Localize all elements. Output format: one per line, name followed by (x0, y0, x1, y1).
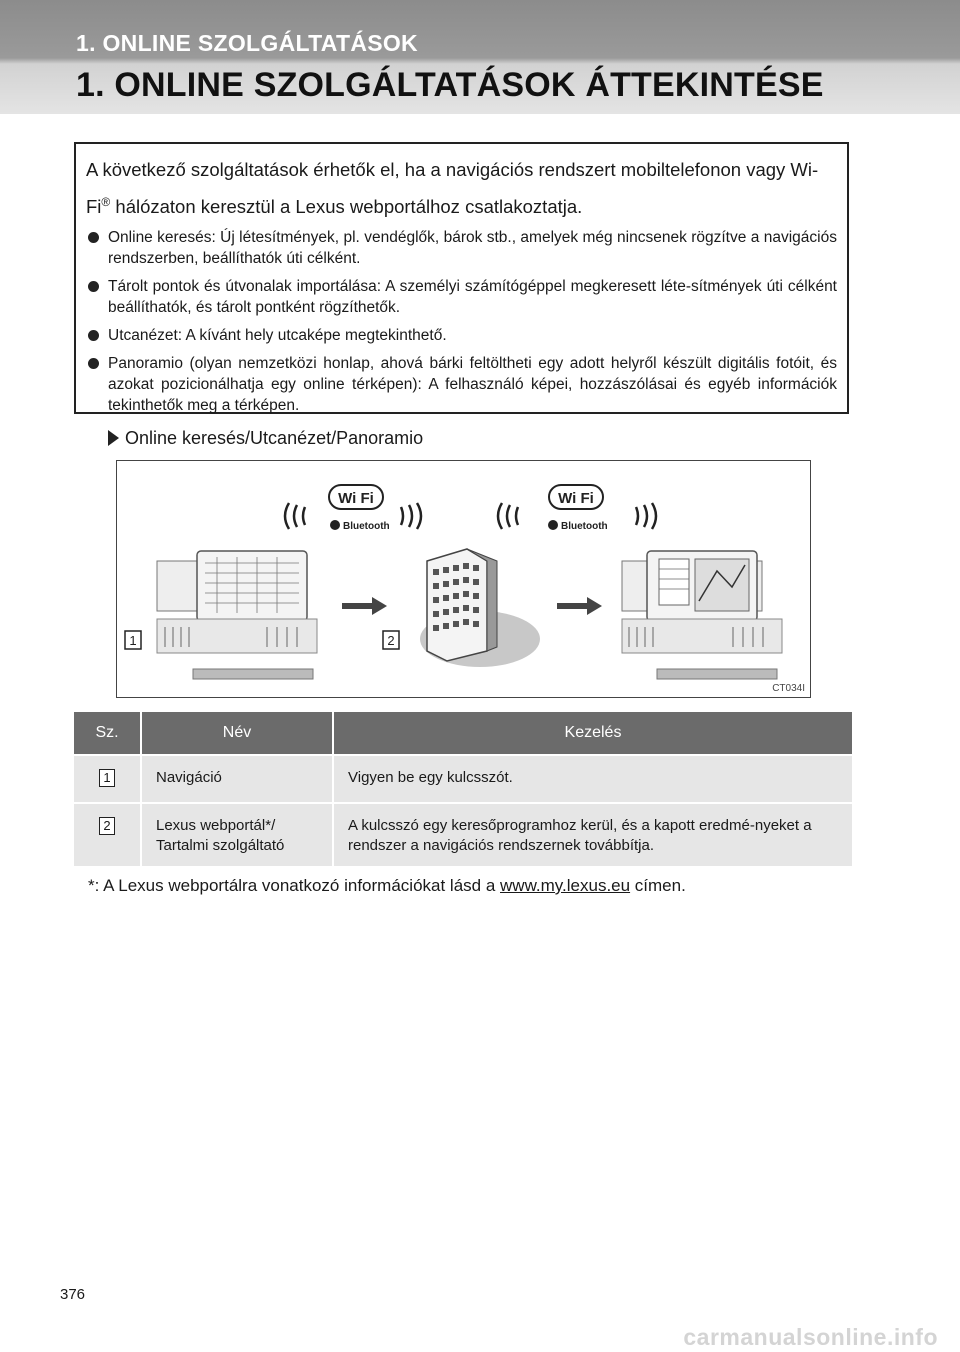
arrow-right-icon (557, 597, 602, 615)
table-row: 2 Lexus webportál*/ Tartalmi szolgáltató… (74, 802, 852, 866)
list-item: Panoramio (olyan nemzetközi honlap, ahov… (86, 353, 837, 416)
wireless-signal-icon (283, 502, 423, 530)
callout-2: 2 (382, 630, 400, 650)
page-number: 376 (60, 1286, 86, 1303)
bullet-icon (88, 232, 99, 244)
wireless-signal-icon (496, 502, 658, 530)
intro-box: A következő szolgáltatások érhetők el, h… (74, 142, 849, 414)
bluetooth-logo: Bluetooth (548, 520, 608, 532)
list-item: Online keresés: Új létesítmények, pl. ve… (86, 227, 837, 269)
page-header: 1. ONLINE SZOLGÁLTATÁSOK 1. ONLINE SZOLG… (0, 0, 960, 114)
column-header-action: Kezelés (333, 712, 852, 755)
arrow-right-icon (342, 597, 387, 615)
table-row: 1 Navigáció Vigyen be egy kulcsszót. (74, 754, 852, 803)
svg-text:1: 1 (129, 633, 136, 648)
website-link[interactable]: www.my.lexus.eu (500, 876, 631, 895)
bluetooth-logo: Bluetooth (330, 520, 390, 532)
system-diagram: Wi Fi Bluetooth Wi Fi Bluetooth 1 2 CT03… (124, 484, 805, 694)
right-dashboard-illustration (621, 550, 783, 680)
row-name: Navigáció (141, 754, 334, 803)
row-action: Vigyen be egy kulcsszót. (333, 754, 852, 803)
page-title: 1. ONLINE SZOLGÁLTATÁSOK ÁTTEKINTÉSE (76, 66, 824, 104)
callout-1: 1 (124, 630, 142, 650)
svg-text:Bluetooth: Bluetooth (343, 521, 390, 532)
table-header-row: Sz. Név Kezelés (74, 712, 852, 755)
left-dashboard-illustration (156, 550, 318, 680)
column-header-number: Sz. (74, 712, 142, 755)
svg-text:2: 2 (387, 633, 394, 648)
row-number: 1 (74, 754, 142, 803)
registered-mark: ® (101, 195, 111, 209)
bullet-icon (88, 330, 99, 342)
svg-text:Bluetooth: Bluetooth (561, 521, 608, 532)
row-action: A kulcsszó egy keresőprogramhoz kerül, é… (333, 802, 852, 866)
footnote: *: A Lexus webportálra vonatkozó informá… (88, 876, 686, 895)
bullet-icon (88, 281, 99, 293)
info-table: Sz. Név Kezelés 1 Navigáció Vigyen be eg… (74, 712, 852, 866)
column-header-name: Név (141, 712, 334, 755)
list-item: Utcanézet: A kívánt hely utcaképe megtek… (86, 325, 837, 346)
svg-text:Wi Fi: Wi Fi (558, 490, 594, 507)
wifi-logo: Wi Fi (548, 484, 604, 510)
wifi-logo: Wi Fi (328, 484, 384, 510)
section-title: 1. ONLINE SZOLGÁLTATÁSOK (76, 30, 418, 56)
svg-text:Wi Fi: Wi Fi (338, 490, 374, 507)
row-number: 2 (74, 802, 142, 866)
illustration: Wi Fi Bluetooth Wi Fi Bluetooth 1 2 CT03… (116, 460, 811, 698)
subheading: Online keresés/Utcanézet/Panoramio (108, 428, 423, 449)
server-building-illustration (420, 548, 540, 667)
watermark: carmanualsonline.info (683, 1324, 938, 1350)
intro-text: A következő szolgáltatások érhetők el, h… (86, 159, 819, 218)
service-list: Online keresés: Új létesítmények, pl. ve… (86, 227, 837, 416)
list-item: Tárolt pontok és útvonalak importálása: … (86, 276, 837, 318)
arrow-right-icon (108, 430, 119, 446)
bullet-icon (88, 358, 99, 370)
figure-code: CT034I (772, 683, 805, 694)
row-name: Lexus webportál*/ Tartalmi szolgáltató (141, 802, 334, 866)
